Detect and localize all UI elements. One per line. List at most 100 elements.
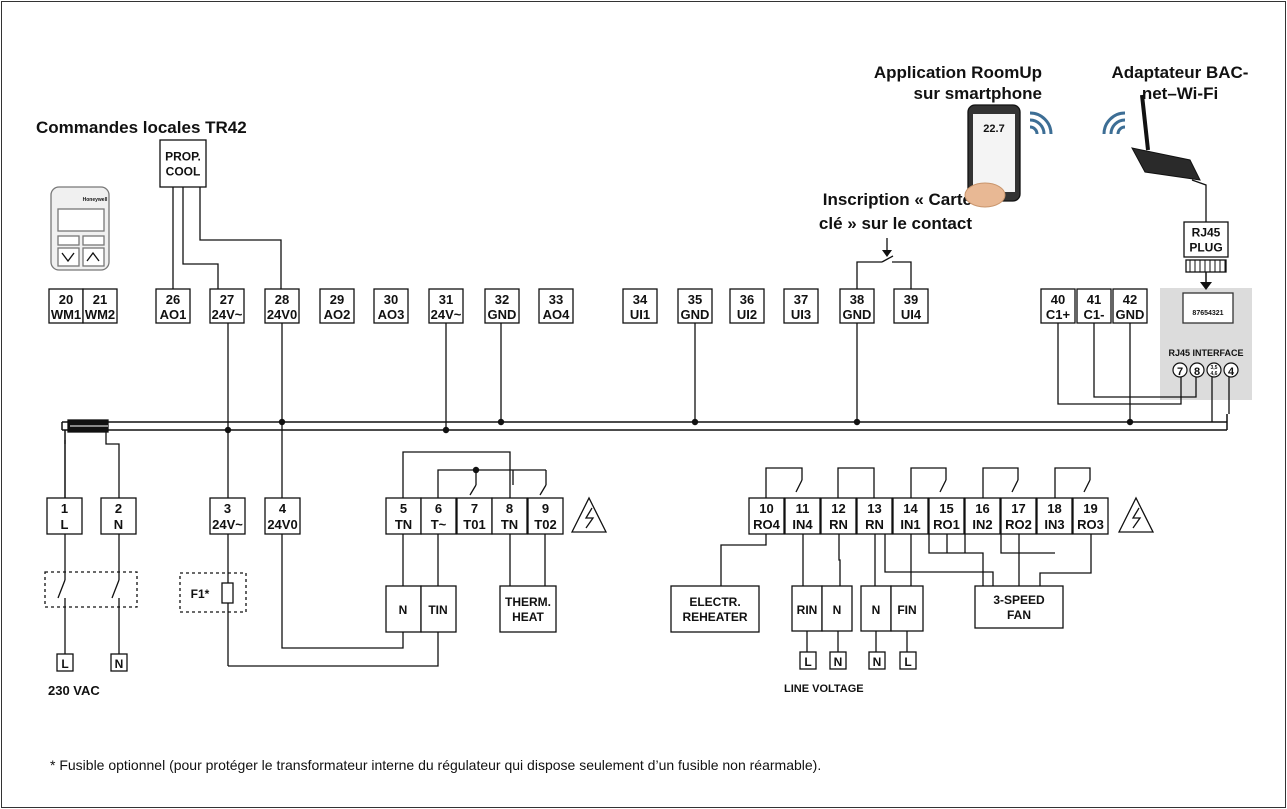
switch-7 <box>469 484 477 496</box>
tr42-down-button <box>57 247 80 267</box>
n-device-label: N <box>399 603 408 617</box>
terminal-8-signal: TN <box>501 517 518 532</box>
terminal-36-signal: UI2 <box>737 307 757 322</box>
prop-cool-device-line2: COOL <box>166 165 201 179</box>
tin-device <box>420 585 457 633</box>
footnote: * Fusible optionnel (pour protéger le tr… <box>50 757 822 773</box>
terminal-36 <box>729 288 765 324</box>
terminal-27-signal: 24V~ <box>212 307 243 322</box>
wifi-adapter <box>1131 147 1201 181</box>
fin-device <box>890 585 924 632</box>
terminal-11-signal: IN4 <box>792 517 813 532</box>
terminal-13-number: 13 <box>867 501 881 516</box>
adapter-antenna <box>1140 94 1150 151</box>
terminal-42 <box>1112 288 1148 324</box>
hand-icon <box>964 182 1006 208</box>
terminal-7-signal: T01 <box>463 517 485 532</box>
link-6 <box>437 469 546 498</box>
terminal-19 <box>1072 497 1109 535</box>
terminal-28 <box>264 288 300 324</box>
therm-heat-device-line2: HEAT <box>512 610 544 624</box>
electr-reheater-line1: ELECTR. <box>689 595 740 609</box>
junction-dot <box>497 418 505 426</box>
terminal-29-signal: AO2 <box>324 307 351 322</box>
terminal-4 <box>264 497 301 535</box>
terminal-20-signal: WM1 <box>51 307 81 322</box>
n2-label: N <box>872 603 881 617</box>
wire-3-tin <box>228 632 439 667</box>
rin-label: RIN <box>797 603 818 617</box>
tr42-up-button <box>82 247 105 267</box>
junction-dot <box>1126 418 1134 426</box>
rj45-pin-label-b: 4,6 <box>1211 371 1218 377</box>
relay-link-18 <box>1054 467 1091 498</box>
line-terminal-label-0: L <box>804 655 811 669</box>
terminal-1-number: 1 <box>61 501 68 516</box>
terminal-32-signal: GND <box>488 307 517 322</box>
terminal-33 <box>538 288 574 324</box>
relay-link-16 <box>982 467 1019 498</box>
smartphone-screen <box>973 114 1015 192</box>
mains-switch-box <box>44 571 138 608</box>
mains-l-label: L <box>61 657 68 671</box>
tin-device-label: TIN <box>428 603 447 617</box>
rj45-pin-circle <box>1172 362 1188 378</box>
terminal-39 <box>893 288 929 324</box>
terminal-2-signal: N <box>114 517 123 532</box>
terminal-32 <box>484 288 520 324</box>
terminal-15-number: 15 <box>939 501 953 516</box>
line-terminal-3 <box>899 651 917 670</box>
terminal-39-signal: UI4 <box>901 307 922 322</box>
terminal-41-signal: C1- <box>1084 307 1105 322</box>
wifi-arc <box>1102 111 1126 135</box>
terminal-31 <box>428 288 464 324</box>
terminal-6-signal: T~ <box>431 517 447 532</box>
terminal-32-number: 32 <box>495 292 509 307</box>
rj45-pin-label: 8 <box>1194 366 1200 378</box>
tr42-down-arrow <box>61 252 75 263</box>
n2-device <box>860 585 892 632</box>
rn-label: N <box>833 603 842 617</box>
local-controls-title: Commandes locales TR42 <box>36 118 247 137</box>
tr42-btn-right <box>82 235 105 246</box>
rj45-pin-label: 4 <box>1228 366 1235 378</box>
terminal-34-signal: UI1 <box>630 307 650 322</box>
junction-dot <box>853 418 861 426</box>
terminal-1-signal: L <box>61 517 69 532</box>
wire-prop-24v <box>182 187 219 289</box>
terminal-18-number: 18 <box>1047 501 1061 516</box>
line-terminal-label-3: L <box>904 655 911 669</box>
terminal-21-signal: WM2 <box>85 307 115 322</box>
wifi-icon-phone <box>1029 111 1053 135</box>
rj45-plug-line1: RJ45 <box>1192 226 1221 240</box>
terminal-31-signal: 24V~ <box>431 307 462 322</box>
terminal-30 <box>373 288 409 324</box>
switch-l-blade <box>57 579 66 599</box>
relay-switch-11 <box>795 479 803 493</box>
contact-left <box>856 261 882 289</box>
terminal-29 <box>319 288 355 324</box>
switch-9 <box>539 484 547 496</box>
terminal-5-signal: TN <box>395 517 412 532</box>
terminal-33-signal: AO4 <box>543 307 571 322</box>
terminal-10-signal: RO4 <box>753 517 781 532</box>
relay-link-12-13 <box>837 467 875 498</box>
wire-c1minus <box>1093 323 1197 398</box>
adapter-title-line1: Adaptateur BAC- <box>1111 63 1249 82</box>
wifi-arc <box>1109 118 1126 135</box>
phone-temperature: 22.7 <box>983 123 1004 135</box>
inscription-line1: Inscription « Carte <box>822 190 972 209</box>
terminal-3-number: 3 <box>224 501 231 516</box>
terminal-30-signal: AO3 <box>378 307 405 322</box>
terminal-8-number: 8 <box>506 501 513 516</box>
terminal-38 <box>839 288 875 324</box>
rj45-pin-label: 7 <box>1177 366 1183 378</box>
link-5-8 <box>402 451 511 498</box>
wire-12 <box>838 534 841 586</box>
relay-link-14 <box>910 467 947 498</box>
terminal-40-signal: C1+ <box>1046 307 1071 322</box>
terminal-30-number: 30 <box>384 292 398 307</box>
rj45-plug-line2: PLUG <box>1189 241 1222 255</box>
terminal-33-number: 33 <box>549 292 563 307</box>
